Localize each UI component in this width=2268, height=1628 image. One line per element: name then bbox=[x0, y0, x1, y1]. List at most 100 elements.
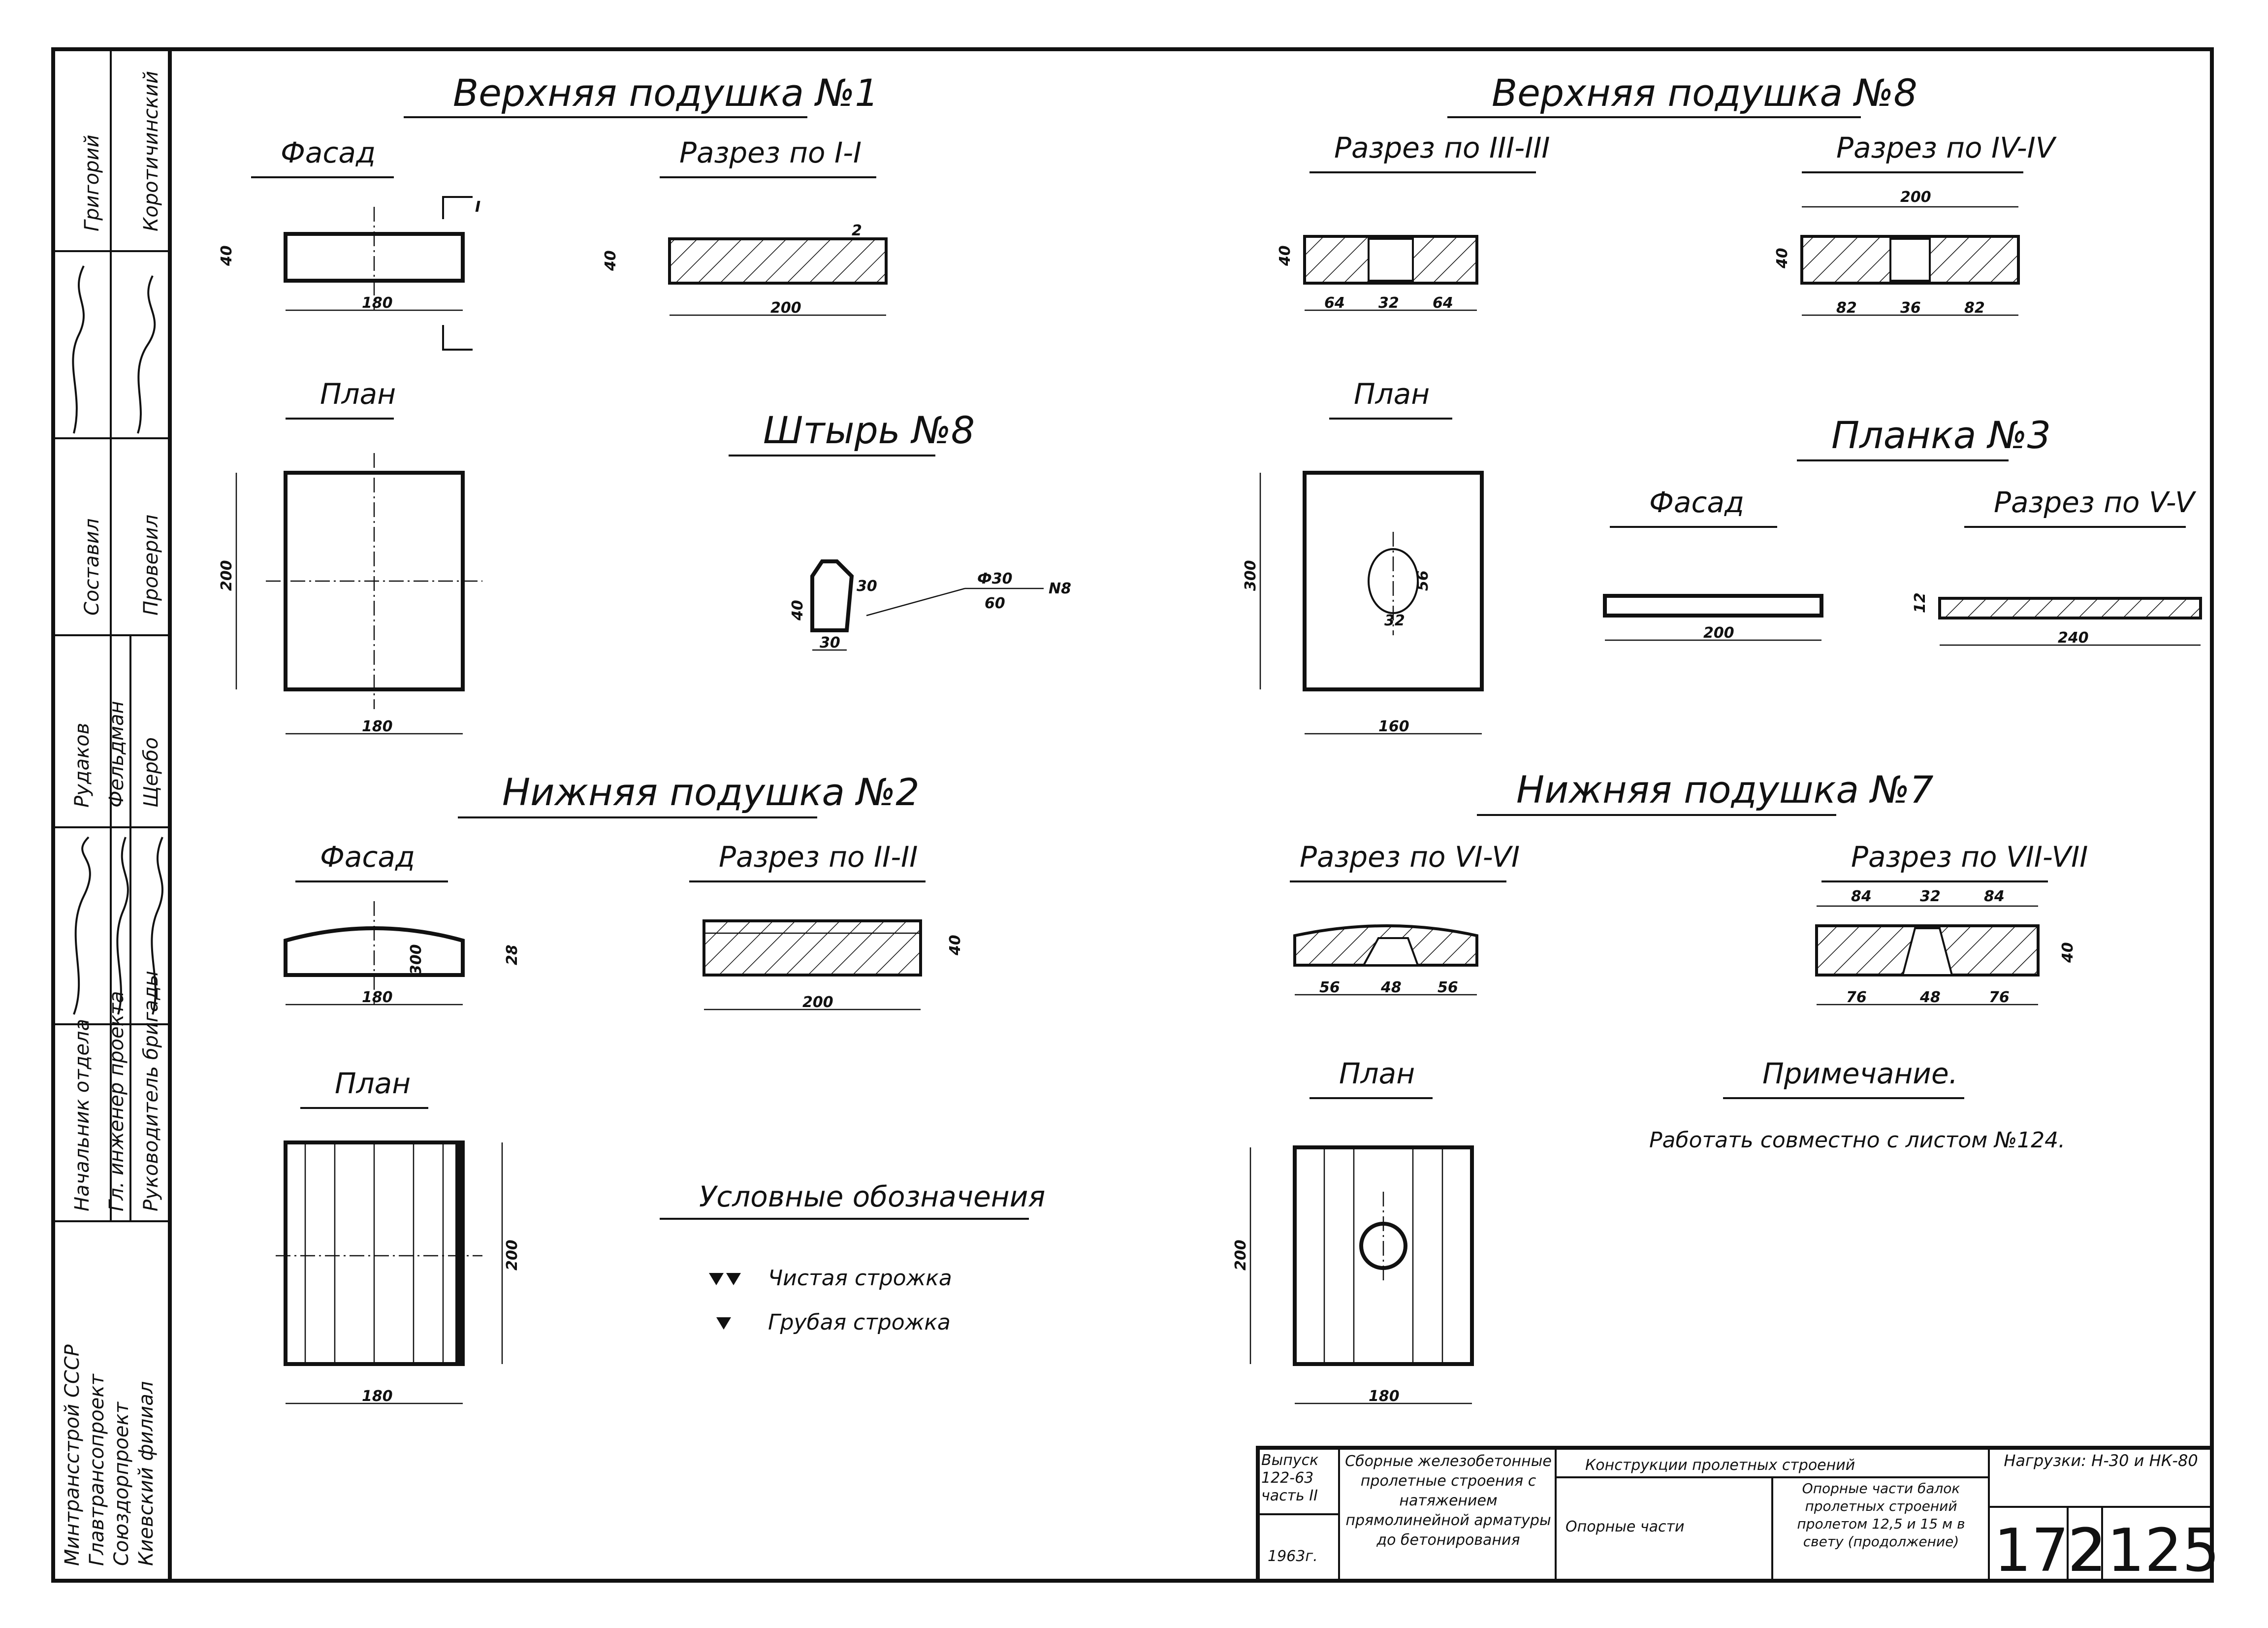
tb-sheet-a: 172 bbox=[1994, 1517, 2107, 1585]
bottom-pad-7-title: Нижняя подушка №7 bbox=[1516, 768, 1934, 812]
top-pad-1-sec-mark: I bbox=[475, 198, 480, 216]
svg-text:2: 2 bbox=[852, 222, 862, 239]
top-pad-1-sec-len: 200 bbox=[770, 299, 801, 317]
signature-3 bbox=[73, 836, 91, 1015]
signature-5 bbox=[151, 837, 163, 1015]
top-pad-8: Верхняя подушка №8 Разрез по III-III 64 … bbox=[1242, 71, 2057, 735]
svg-text:160: 160 bbox=[1378, 718, 1409, 735]
svg-text:84: 84 bbox=[1984, 888, 2005, 905]
bottom-pad-7-section-7-title: Разрез по VII-VII bbox=[1851, 840, 2088, 874]
clean-planing-icon bbox=[709, 1273, 741, 1285]
svg-text:32: 32 bbox=[1378, 294, 1399, 312]
plate-3-section bbox=[1938, 597, 2202, 619]
sheet-frame bbox=[51, 47, 2214, 1583]
bottom-pad-2-section bbox=[703, 919, 922, 977]
top-pad-1-len: 180 bbox=[362, 294, 393, 312]
rough-planing-icon bbox=[716, 1317, 731, 1330]
svg-text:48: 48 bbox=[1919, 989, 1941, 1006]
svg-text:64: 64 bbox=[1433, 294, 1453, 312]
bottom-pad-2-facade bbox=[284, 926, 465, 977]
bottom-pad-2: Нижняя подушка №2 Фасад 180 300 28 Разре… bbox=[276, 770, 964, 1405]
person-2: Фельдман bbox=[105, 701, 128, 808]
svg-text:82: 82 bbox=[1836, 299, 1857, 317]
plate-3-facade bbox=[1603, 594, 1823, 618]
svg-text:76: 76 bbox=[1989, 989, 2010, 1006]
svg-text:180: 180 bbox=[1369, 1388, 1400, 1405]
top-pad-1-title: Верхняя подушка №1 bbox=[453, 71, 879, 115]
svg-text:32: 32 bbox=[1384, 612, 1405, 629]
tb-series: Сборные железобетонные пролетные строени… bbox=[1345, 1453, 1552, 1549]
pin-8: Штырь №8 30 30 40 Ф30 60 N8 bbox=[729, 408, 1071, 651]
pin-8-callout-top: Ф30 bbox=[977, 570, 1013, 587]
plate-3-facade-title: Фасад bbox=[1649, 486, 1744, 519]
svg-text:180: 180 bbox=[362, 1388, 393, 1405]
bottom-pad-7-plan-title: План bbox=[1339, 1057, 1415, 1090]
svg-text:300: 300 bbox=[408, 944, 425, 975]
note-text: Работать совместно с листом №124. bbox=[1649, 1128, 2065, 1153]
org-3: Союздорпроект bbox=[110, 1401, 133, 1566]
signer-compiled: Составил bbox=[81, 519, 103, 616]
svg-text:36: 36 bbox=[1900, 299, 1921, 317]
pin-8-title: Штырь №8 bbox=[763, 408, 975, 452]
legend-item-clean: Чистая строжка bbox=[768, 1266, 952, 1291]
tb-loads: Нагрузки: Н-30 и НК-80 bbox=[2004, 1451, 2198, 1470]
svg-text:30: 30 bbox=[820, 634, 840, 651]
svg-text:200: 200 bbox=[218, 560, 235, 591]
svg-text:200: 200 bbox=[802, 994, 833, 1011]
org-4: Киевский филиал bbox=[135, 1381, 158, 1566]
svg-text:30: 30 bbox=[857, 578, 877, 595]
tb-sheet-b: 2 bbox=[2068, 1517, 2105, 1585]
bottom-pad-7-plan bbox=[1293, 1145, 1474, 1366]
svg-text:180: 180 bbox=[362, 989, 393, 1006]
tb-subject: Опорные части bbox=[1565, 1518, 1685, 1535]
bottom-pad-7: Нижняя подушка №7 Разрез по VI-VI 56 48 … bbox=[1232, 768, 2088, 1405]
bottom-pad-7-section-6-title: Разрез по VI-VI bbox=[1300, 840, 1520, 874]
signature-2 bbox=[137, 275, 156, 434]
svg-text:40: 40 bbox=[602, 250, 619, 271]
top-pad-8-section-3-title: Разрез по III-III bbox=[1334, 131, 1550, 164]
plate-3-title: Планка №3 bbox=[1831, 413, 2051, 457]
top-pad-1-h: 40 bbox=[218, 245, 235, 266]
svg-text:56: 56 bbox=[1414, 570, 1432, 591]
svg-text:200: 200 bbox=[504, 1239, 521, 1270]
svg-text:82: 82 bbox=[1964, 299, 1985, 317]
tb-sheet-c: 125 bbox=[2107, 1517, 2220, 1585]
svg-text:40: 40 bbox=[1277, 245, 1294, 266]
org-2: Главтрансопроект bbox=[86, 1373, 108, 1566]
plate-3: Планка №3 Фасад 200 Разрез по V-V 240 12 bbox=[1603, 413, 2202, 647]
tb-description: Опорные части балок пролетных строений п… bbox=[1797, 1480, 1965, 1550]
top-name-2: Коротичинский bbox=[140, 71, 162, 231]
legend-title: Условные обозначения bbox=[699, 1180, 1045, 1213]
pin-8-callout-id: N8 bbox=[1049, 580, 1071, 597]
pin-8-shape bbox=[810, 559, 854, 632]
top-pad-8-plan-title: План bbox=[1354, 377, 1430, 411]
svg-text:200: 200 bbox=[1900, 189, 1931, 206]
svg-text:40: 40 bbox=[1774, 248, 1791, 269]
svg-text:40: 40 bbox=[789, 600, 806, 621]
tb-issue: Выпуск 122-63 часть II bbox=[1261, 1452, 1319, 1504]
svg-text:300: 300 bbox=[1242, 560, 1259, 591]
person-1: Рудаков bbox=[71, 723, 94, 808]
signature-1 bbox=[72, 265, 85, 434]
note-title: Примечание. bbox=[1762, 1057, 1958, 1090]
legend: Условные обозначения Чистая строжка Груб… bbox=[660, 1180, 1045, 1335]
svg-text:40: 40 bbox=[2059, 942, 2076, 963]
signature-4 bbox=[116, 837, 129, 1015]
svg-text:180: 180 bbox=[362, 718, 393, 735]
top-pad-1-plan-title: План bbox=[320, 377, 396, 411]
svg-text:84: 84 bbox=[1851, 888, 1872, 905]
role-3: Руководитель бригады bbox=[140, 971, 162, 1211]
svg-text:48: 48 bbox=[1380, 979, 1402, 996]
org-1: Минтрансстрой СССР bbox=[61, 1344, 84, 1566]
svg-text:12: 12 bbox=[1912, 592, 1929, 613]
top-pad-1: Верхняя подушка №1 Фасад 180 40 I Разрез… bbox=[218, 71, 888, 735]
svg-text:56: 56 bbox=[1437, 979, 1458, 996]
person-3: Щербо bbox=[140, 737, 162, 808]
top-pad-1-section bbox=[668, 237, 888, 285]
svg-text:200: 200 bbox=[1232, 1239, 1249, 1270]
legend-item-rough: Грубая строжка bbox=[768, 1310, 951, 1335]
top-pad-1-section-title: Разрез по I-I bbox=[679, 136, 862, 169]
svg-text:56: 56 bbox=[1319, 979, 1340, 996]
bottom-pad-2-title: Нижняя подушка №2 bbox=[502, 770, 920, 814]
